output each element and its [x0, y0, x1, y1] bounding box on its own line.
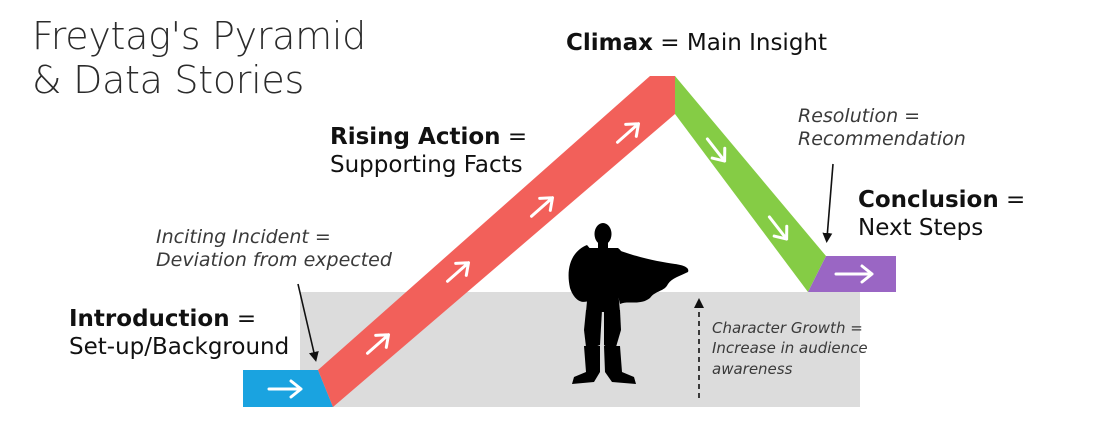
resolution-line-2: Recommendation — [798, 127, 966, 150]
falling-action-segment — [675, 76, 826, 292]
introduction-term: Introduction — [69, 306, 230, 332]
right-arrow-icon — [767, 215, 789, 241]
right-arrow-icon — [834, 264, 874, 284]
right-arrow-icon — [705, 137, 727, 163]
inciting-incident-line-2: Deviation from expected — [156, 248, 392, 271]
character-growth-note: Character Growth = Increase in audience … — [712, 318, 868, 379]
right-arrow-icon — [366, 333, 390, 355]
conclusion-label: Conclusion = Next Steps — [858, 187, 1025, 242]
climax-separator: = — [652, 30, 687, 56]
climax-term: Climax — [566, 30, 653, 56]
character-growth-line-3: awareness — [712, 359, 793, 378]
introduction-label: Introduction = Set-up/Background — [69, 306, 289, 361]
right-arrow-icon — [530, 196, 554, 218]
resolution-line-1: Resolution = — [798, 105, 921, 127]
conclusion-meaning: Next Steps — [858, 214, 984, 241]
rising-action-separator: = — [500, 124, 528, 150]
right-arrow-icon — [446, 261, 470, 283]
character-growth-line-2: Increase in audience — [712, 339, 868, 358]
climax-meaning: Main Insight — [686, 30, 828, 56]
inciting-incident-pointer — [297, 283, 319, 362]
rising-action-meaning: Supporting Facts — [330, 151, 523, 178]
resolution-pointer — [822, 163, 834, 243]
inciting-incident-line-1: Inciting Incident = — [156, 226, 331, 248]
rising-action-term: Rising Action — [330, 124, 501, 150]
conclusion-separator: = — [998, 187, 1026, 213]
resolution-note: Resolution = Recommendation — [798, 105, 966, 151]
right-arrow-icon — [267, 379, 303, 399]
character-growth-line-1: Character Growth = — [712, 319, 863, 337]
slide-title: Freytag's Pyramid & Data Stories — [32, 14, 366, 103]
title-line-2: & Data Stories — [32, 58, 304, 103]
superhero-silhouette-icon — [568, 223, 689, 384]
climax-label: Climax = Main Insight — [566, 30, 827, 58]
introduction-separator: = — [229, 306, 257, 332]
right-arrow-icon — [616, 122, 640, 144]
conclusion-term: Conclusion — [858, 187, 999, 213]
introduction-meaning: Set-up/Background — [69, 333, 290, 360]
rising-action-segment — [318, 76, 675, 407]
rising-action-label: Rising Action = Supporting Facts — [330, 124, 527, 179]
title-line-1: Freytag's Pyramid — [32, 14, 366, 58]
inciting-incident-note: Inciting Incident = Deviation from expec… — [156, 226, 392, 272]
